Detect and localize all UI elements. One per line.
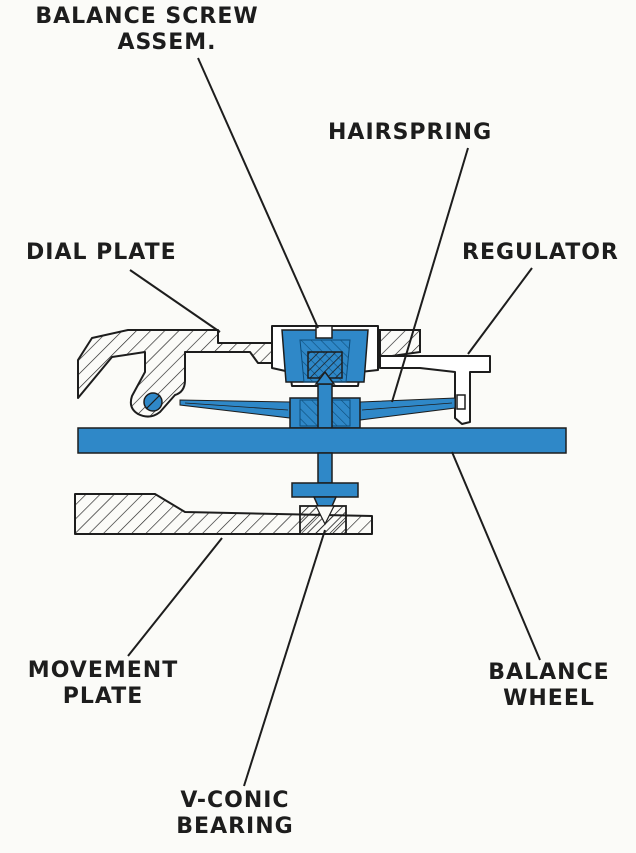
label-balance-screw-line2: ASSEM. [117,30,217,55]
label-v-conic-line2: BEARING [176,814,294,839]
label-movement-plate: MOVEMENT PLATE [18,658,188,710]
label-dial-plate: DIAL PLATE [26,240,177,265]
dial-plate [77,329,421,418]
movement-plate [74,493,373,535]
label-balance-wheel: BALANCE WHEEL [474,660,624,712]
label-v-conic-line1: V-CONIC [180,788,290,813]
leader-hairspring [391,147,469,403]
balance-screw-assembly [271,325,379,387]
v-conic-bearing [299,505,347,535]
label-balance-screw-line1: BALANCE SCREW [35,4,259,29]
label-movement-plate-line2: PLATE [62,684,144,709]
label-movement-plate-line1: MOVEMENT [27,658,179,683]
leader-v-conic [243,529,326,787]
leader-movement-plate [127,537,223,657]
label-v-conic: V-CONIC BEARING [160,788,310,840]
leader-balance-wheel [451,451,541,661]
leader-lines [127,57,541,787]
label-hairspring: HAIRSPRING [328,120,493,145]
leader-dial-plate [129,269,221,333]
label-balance-wheel-line2: WHEEL [503,686,595,711]
leader-balance-screw [197,57,319,329]
balance-wheel [77,427,567,454]
label-balance-wheel-line1: BALANCE [488,660,610,685]
regulator [379,355,491,425]
label-regulator: REGULATOR [462,240,619,265]
label-balance-screw: BALANCE SCREW ASSEM. [22,4,272,56]
hairspring [179,397,456,421]
leader-regulator [467,267,533,355]
